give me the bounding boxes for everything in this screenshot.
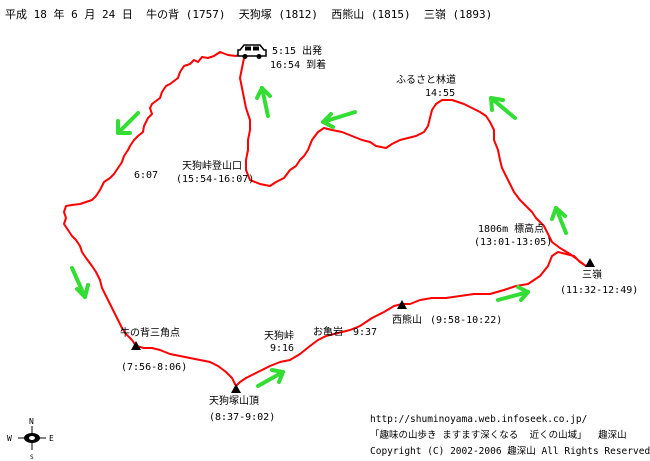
label-1806-name: 1806m 標高点 (478, 224, 545, 235)
summit-ushinose-icon (131, 341, 141, 350)
arrow-4-icon (496, 285, 530, 302)
summit-nishikuma-icon (397, 300, 407, 309)
arrow-6-icon (489, 96, 517, 120)
label-okameiwa-name: お亀岩 (313, 327, 343, 338)
direction-arrows (70, 86, 568, 388)
label-furusato-name: ふるさと林道 (396, 75, 456, 86)
label-tenguzuka-time: (8:37-9:02) (209, 412, 276, 423)
label-ushinose-time: (7:56-8:06) (121, 362, 188, 373)
label-sanrei-name: 三嶺 (582, 270, 602, 281)
arrow-5-icon (550, 206, 568, 235)
label-tenguzuka-name: 天狗塚山頂 (209, 396, 259, 407)
label-ushinose-name: 牛の背三角点 (120, 328, 180, 339)
compass-s: S (30, 454, 34, 461)
hiking-route-line (63, 51, 587, 387)
label-nishikuma-time: (9:58-10:22) (430, 315, 503, 326)
page-title: 平成 18 年 6 月 24 日 牛の背 (1757) 天狗塚 (1812) 西… (5, 8, 493, 21)
label-furusato-time: 14:55 (425, 88, 456, 99)
summit-markers (131, 258, 595, 393)
label-nishikuma-name: 西熊山 (392, 315, 422, 326)
arrow-3-icon (256, 368, 285, 388)
label-time-607: 6:07 (134, 170, 159, 181)
label-tengu-pass-time: 9:16 (270, 343, 295, 354)
car-icon (237, 44, 267, 59)
label-start-time: 5:15 出発 (272, 46, 323, 57)
footer-url[interactable]: http://shuminoyama.web.infoseek.co.jp/ (370, 414, 588, 425)
footer-copyright: Copyright (C) 2002-2006 趣深山 All Rights R… (370, 446, 650, 457)
label-tengu-trailhead-name: 天狗峠登山口 (182, 161, 242, 172)
arrow-1-icon (116, 111, 140, 135)
summit-sanrei-icon (585, 258, 595, 267)
label-tengu-pass-name: 天狗峠 (264, 331, 294, 342)
compass-n: N (29, 417, 34, 426)
arrow-7-icon (321, 110, 357, 129)
label-tengu-trailhead-time: (15:54-16:07) (176, 174, 255, 185)
label-okameiwa-time: 9:37 (353, 327, 378, 338)
compass-w: W (7, 434, 12, 443)
label-sanrei-time: (11:32-12:49) (560, 285, 639, 296)
label-1806-time: (13:01-13:05) (474, 237, 553, 248)
arrow-2-icon (70, 266, 90, 299)
compass-rose-icon: N S W E (7, 417, 54, 461)
arrow-8-icon (255, 86, 272, 118)
compass-e: E (49, 434, 54, 443)
summit-tenguzuka-icon (231, 384, 241, 393)
footer-site-name: 「趣味の山歩き ますます深くなる 近くの山域」 趣深山 (370, 430, 627, 441)
label-end-time: 16:54 到着 (270, 60, 327, 71)
